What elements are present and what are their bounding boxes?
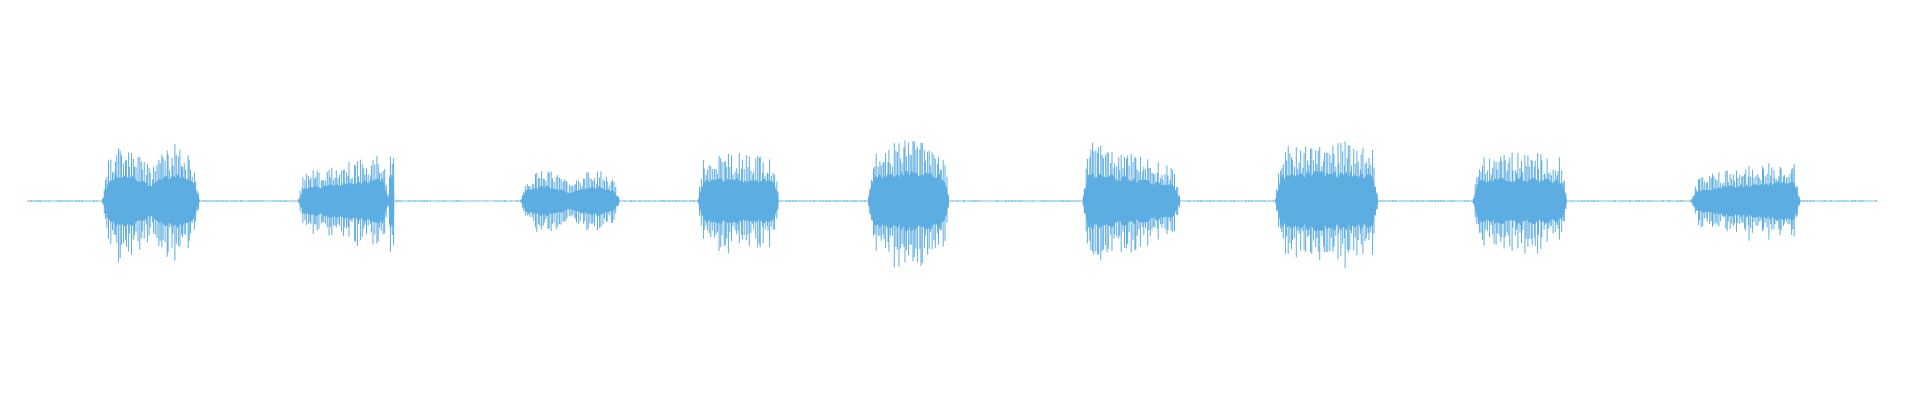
waveform-segment bbox=[1274, 141, 1379, 268]
waveform-segment bbox=[520, 171, 620, 232]
waveform-segment bbox=[697, 153, 780, 254]
waveform-segment bbox=[101, 143, 201, 262]
waveform-segment bbox=[1082, 142, 1181, 261]
waveform-segments bbox=[27, 140, 1877, 268]
waveform-segment bbox=[388, 156, 395, 252]
waveform-segment bbox=[1472, 152, 1568, 254]
waveform-noise bbox=[27, 199, 1877, 203]
waveform-segment bbox=[298, 156, 389, 246]
waveform-segment bbox=[867, 140, 950, 268]
waveform-segment bbox=[1691, 163, 1801, 241]
